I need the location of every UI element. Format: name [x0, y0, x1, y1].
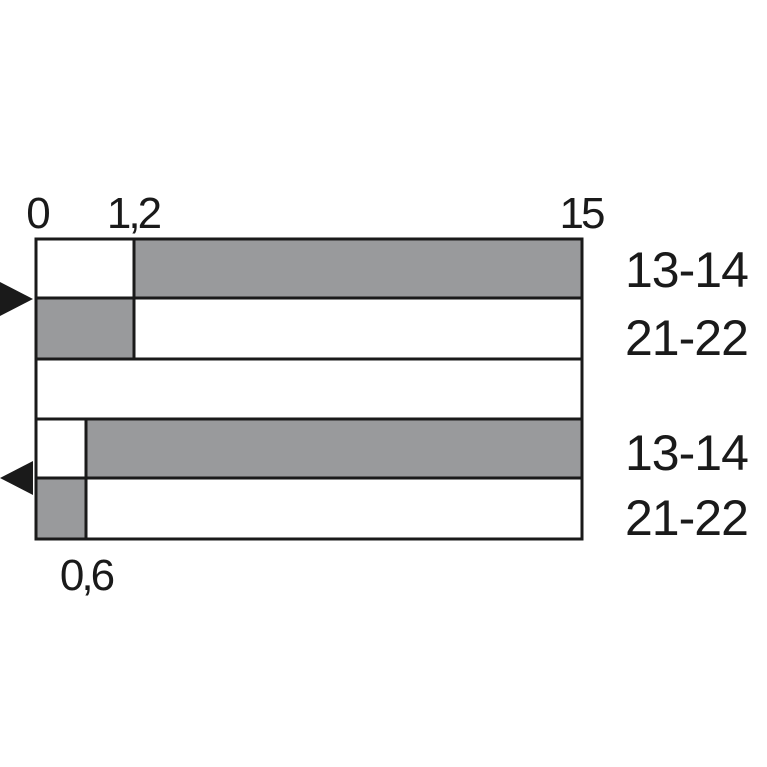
scale-switch-on-label: 1,2 [107, 189, 161, 238]
rising-arrow-icon [0, 282, 33, 316]
contact-label-falling-13-14: 13-14 [625, 425, 748, 481]
row-rising-13-14-active-bar [132, 237, 584, 300]
contact-label-rising-13-14: 13-14 [625, 242, 748, 298]
contact-label-rising-21-22: 21-22 [625, 310, 748, 366]
row-falling-13-14-active-bar [84, 417, 584, 480]
falling-arrow-icon [0, 461, 33, 495]
row-falling-21-22-background [34, 476, 584, 541]
scale-start-label: 0 [26, 189, 49, 238]
row-spacer [34, 357, 584, 421]
contact-label-falling-21-22: 21-22 [625, 490, 748, 546]
scale-switch-off-label: 0,6 [60, 551, 114, 600]
row-rising-21-22-active-bar [34, 296, 136, 361]
section-falling: 13-14 21-22 [0, 417, 749, 546]
row-falling-21-22-active-bar [34, 476, 88, 541]
section-rising: 13-14 21-22 [0, 237, 749, 421]
scale-end-label: 15 [560, 189, 604, 238]
diagram-frame [34, 237, 584, 541]
